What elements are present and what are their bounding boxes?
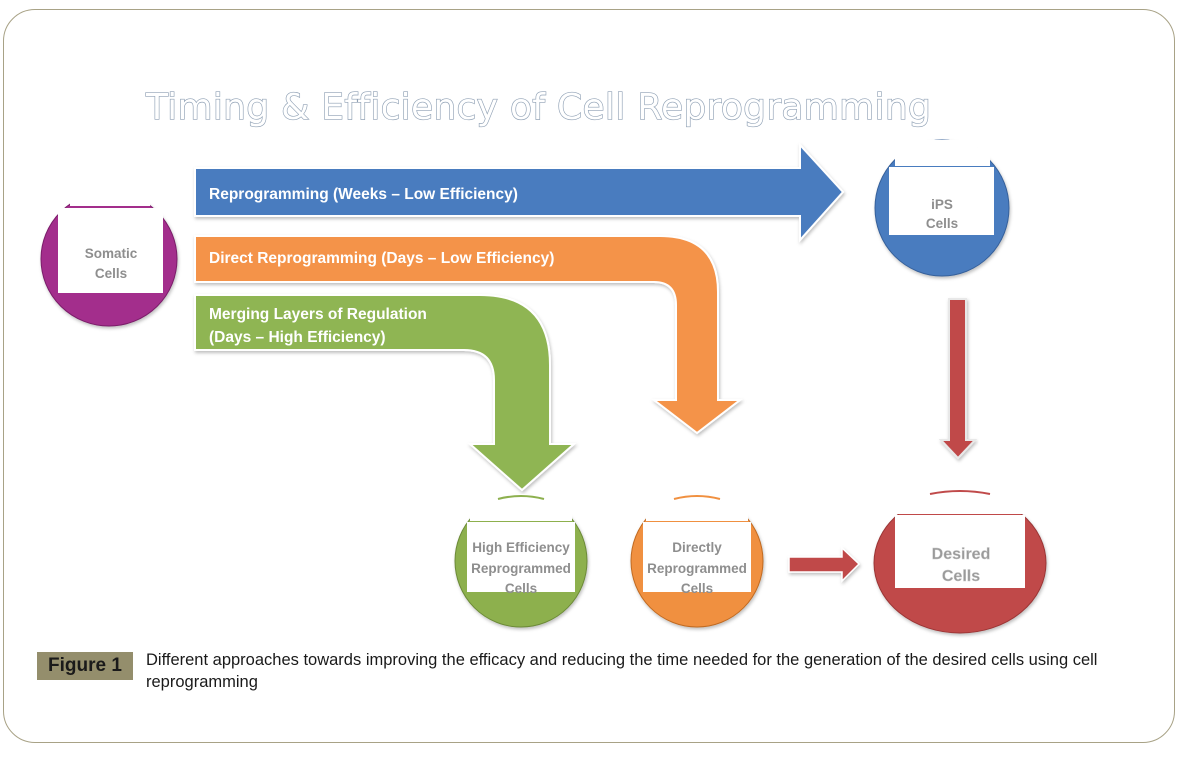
arrow-directly-to-desired: [788, 546, 861, 583]
high-efficiency-label-line2: Reprogrammed: [471, 561, 571, 576]
directly-reprogrammed-label-line3: Cells: [681, 581, 713, 596]
red-down-arrow-shape: [938, 298, 978, 460]
high-efficiency-label-line1: High Efficiency: [472, 540, 570, 555]
directly-reprogrammed-label-line2: Reprogrammed: [647, 561, 747, 576]
diagram-title: Timing & Efficiency of Cell Reprogrammin…: [145, 87, 931, 128]
arrow-direct-reprogramming: Direct Reprogramming (Days – Low Efficie…: [194, 235, 743, 435]
arrow-merging-label-line2: (Days – High Efficiency): [209, 329, 386, 346]
desired-cells-label-line2: Cells: [942, 568, 980, 585]
high-efficiency-label-line3: Cells: [505, 581, 537, 596]
ips-cells-box: [889, 167, 994, 235]
node-somatic-cells: Somatic Cells: [40, 190, 178, 327]
somatic-cells-label-line1: Somatic: [85, 246, 138, 261]
directly-reprogrammed-box: [643, 522, 751, 592]
node-directly-reprogrammed-cells: Directly Reprogrammed Cells: [630, 494, 764, 628]
somatic-cells-label-line2: Cells: [95, 266, 127, 281]
arrow-merging-layers: Merging Layers of Regulation (Days – Hig…: [194, 294, 577, 492]
desired-cells-label-line1: Desired: [932, 546, 991, 563]
ips-cells-label-line1: iPS: [931, 197, 953, 212]
ips-cells-label-line2: Cells: [926, 216, 958, 231]
green-arrow-shape: [194, 294, 577, 492]
arrow-direct-label: Direct Reprogramming (Days – Low Efficie…: [209, 250, 554, 267]
node-desired-cells: Desired Cells: [873, 489, 1047, 634]
node-ips-cells: iPS Cells: [874, 139, 1010, 277]
figure-frame: [3, 9, 1175, 743]
arrow-reprogramming: Reprogramming (Weeks – Low Efficiency): [194, 142, 845, 243]
node-high-efficiency-cells: High Efficiency Reprogrammed Cells: [454, 494, 588, 628]
desired-cells-box: [895, 515, 1025, 588]
arrow-merging-label-line1: Merging Layers of Regulation: [209, 306, 427, 323]
red-right-arrow-shape: [788, 546, 861, 583]
arrow-reprogramming-label: Reprogramming (Weeks – Low Efficiency): [209, 186, 518, 203]
blue-arrow-shape: [194, 142, 845, 243]
somatic-cells-box: [58, 208, 163, 293]
directly-reprogrammed-label-line1: Directly: [672, 540, 722, 555]
figure-label: Figure 1: [37, 652, 133, 680]
orange-arrow-shape: [194, 235, 743, 435]
high-efficiency-box: [467, 522, 575, 592]
figure-caption: Different approaches towards improving t…: [146, 651, 1098, 691]
arrow-ips-to-desired: [938, 298, 978, 460]
